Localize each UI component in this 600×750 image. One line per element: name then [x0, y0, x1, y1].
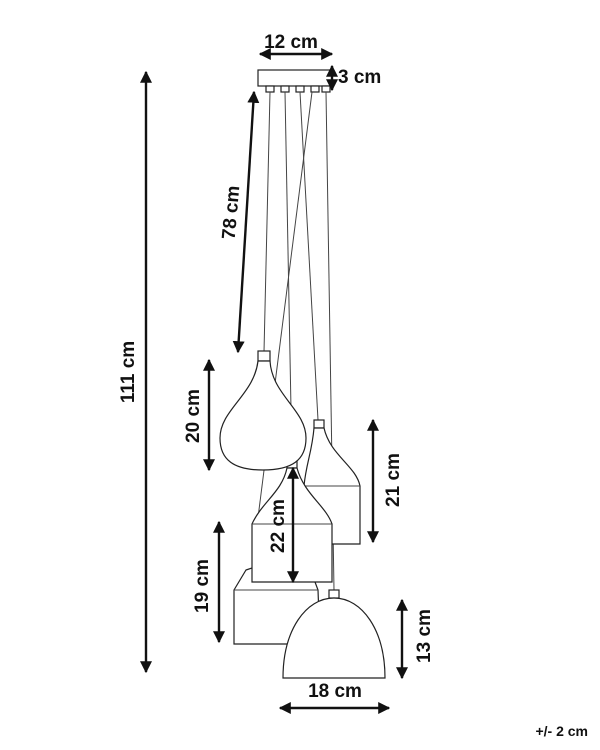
cord-length-label: 78 cm	[219, 185, 245, 241]
dimension-lines	[140, 48, 408, 714]
total-height-label: 111 cm	[118, 341, 139, 403]
tolerance-note: +/- 2 cm	[535, 723, 588, 739]
cord-length-line	[232, 90, 260, 354]
shade-4-height-label: 19 cm	[192, 559, 213, 613]
canopy-height-label: 3 cm	[338, 67, 381, 88]
pendant-shade-1	[219, 350, 307, 471]
shade-3-height-label: 22 cm	[268, 499, 289, 553]
canopy-width-label: 12 cm	[264, 32, 318, 53]
shade-5-width-label: 18 cm	[308, 681, 362, 702]
pendant-shade-5	[282, 589, 386, 679]
pendant-cords	[251, 91, 335, 591]
shade-1-height-label: 20 cm	[183, 389, 204, 443]
dimension-labels: 12 cm 3 cm 111 cm 78 cm 20 cm 21 cm 22 c…	[118, 32, 588, 739]
shade-5-height-label: 13 cm	[414, 609, 435, 663]
ceiling-canopy	[257, 69, 333, 93]
shade-2-height-label: 21 cm	[383, 453, 404, 507]
